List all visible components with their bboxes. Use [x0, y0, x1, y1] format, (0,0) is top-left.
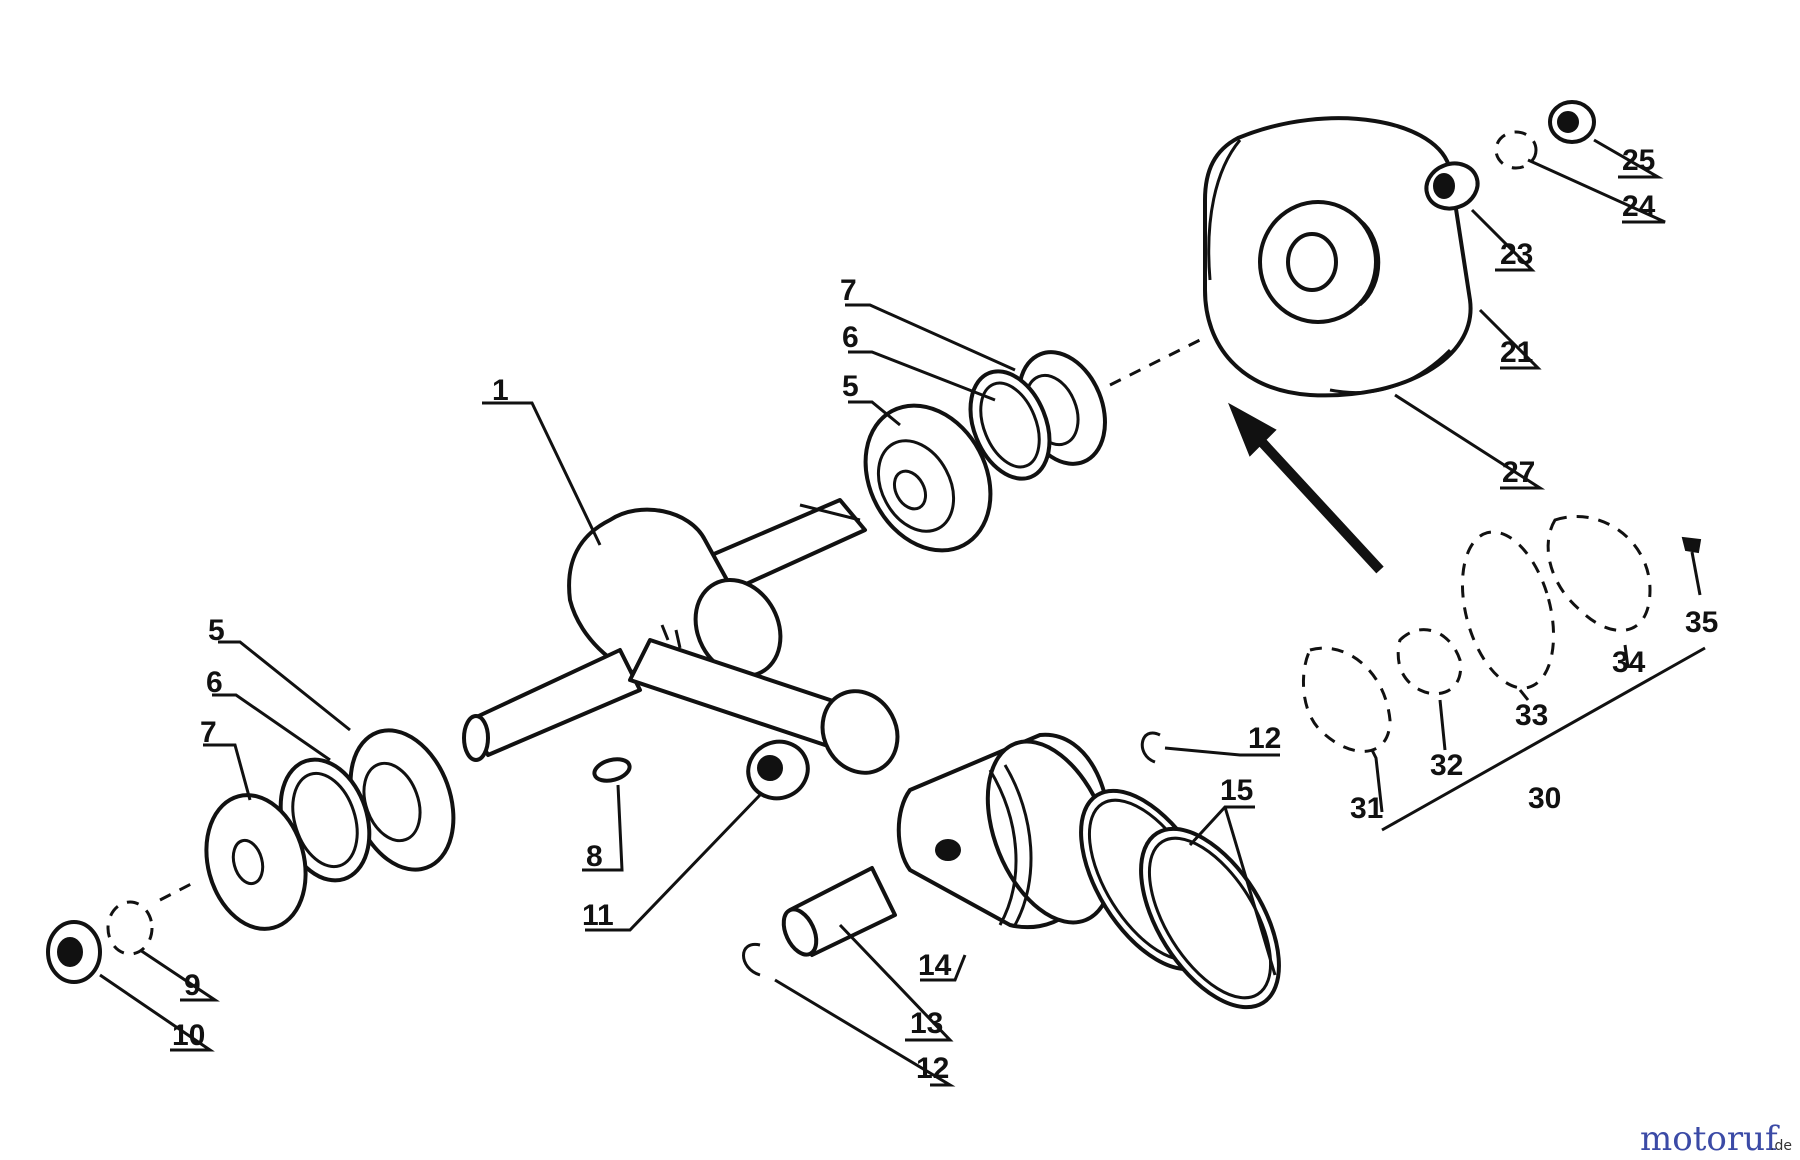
callout-7-lower: 7 [200, 716, 217, 749]
lock-washer-9 [106, 900, 154, 956]
direction-arrow [1228, 402, 1384, 574]
clutch-drum [1203, 116, 1473, 398]
callout-14: 14 [918, 949, 952, 982]
piston-pin [781, 866, 897, 957]
watermark-brand: motoruf [1640, 1119, 1780, 1159]
callout-9: 9 [184, 969, 201, 1002]
callout-12-upper: 12 [1248, 722, 1281, 755]
callout-21: 21 [1500, 336, 1533, 369]
callout-33: 33 [1515, 699, 1548, 732]
leader-lines [99, 138, 1706, 1087]
watermark-suffix: .de [1770, 1138, 1792, 1154]
callout-15: 15 [1220, 774, 1253, 807]
crankshaft [462, 498, 900, 775]
callout-25: 25 [1622, 144, 1655, 177]
callout-31: 31 [1350, 792, 1383, 825]
clutch-spring-33 [1460, 530, 1556, 690]
nut-10 [46, 920, 102, 984]
callout-11: 11 [582, 899, 614, 932]
circlip-upper [1140, 731, 1161, 764]
callout-labels: 1 5 6 7 5 6 7 8 9 10 11 12 12 13 14 15 2… [172, 144, 1718, 1085]
callout-8: 8 [586, 840, 603, 873]
sealing-ring-lower [204, 793, 308, 931]
ball-bearing-upper [863, 403, 993, 553]
axis-line-right [1109, 338, 1201, 387]
callout-24: 24 [1622, 190, 1656, 223]
woodruff-key-8 [592, 757, 632, 783]
callout-5-upper: 5 [842, 370, 859, 403]
clutch-shoe-34 [1546, 515, 1652, 632]
needle-cage-11 [746, 739, 810, 801]
axis-line-left [159, 880, 196, 902]
callout-32: 32 [1430, 749, 1463, 782]
watermark-logo: motoruf .de [1640, 1119, 1792, 1159]
ball-bearing-lower [348, 728, 456, 872]
callout-12-lower: 12 [916, 1052, 949, 1085]
watermark-brand-text: motoruf [1640, 1119, 1780, 1159]
washer-24 [1494, 130, 1538, 170]
clutch-carrier-32 [1396, 628, 1463, 696]
callout-34: 34 [1612, 646, 1646, 679]
callout-27: 27 [1502, 456, 1535, 489]
clutch-shoe-31 [1301, 646, 1392, 753]
circlip-lower [742, 942, 761, 977]
callout-23: 23 [1500, 238, 1533, 271]
callout-13: 13 [910, 1007, 943, 1040]
piston [896, 732, 1115, 930]
callout-6-lower: 6 [206, 666, 223, 699]
nut-25 [1548, 100, 1596, 144]
screw-35 [1681, 536, 1702, 596]
callout-1: 1 [492, 374, 509, 407]
callout-5-lower: 5 [208, 614, 225, 647]
callout-6-upper: 6 [842, 321, 859, 354]
needle-bearing-23 [1424, 161, 1480, 211]
callout-7-upper: 7 [840, 274, 857, 307]
callout-35: 35 [1685, 606, 1718, 639]
callout-30: 30 [1528, 782, 1561, 815]
callout-10: 10 [172, 1019, 205, 1052]
piston-rings [1079, 788, 1281, 1010]
